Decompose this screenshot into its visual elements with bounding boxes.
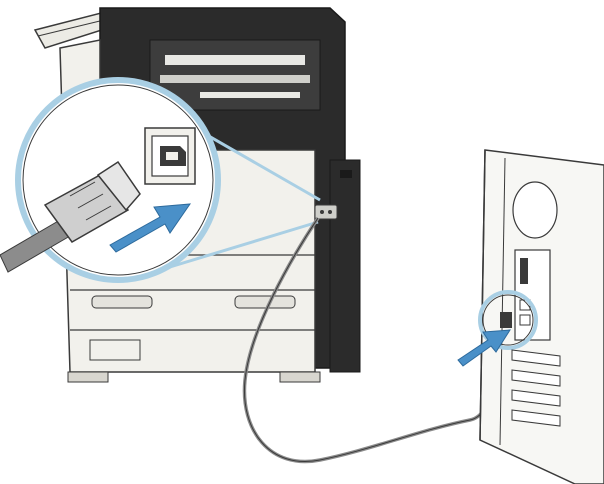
usb-port-icon	[144, 127, 196, 185]
computer-port-highlight	[478, 290, 538, 350]
usb-callout	[0, 77, 321, 283]
usb-cable-icon	[0, 160, 141, 273]
fan-icon	[512, 181, 558, 239]
computer-usb-port	[500, 312, 512, 328]
computer-rear-panel	[457, 149, 604, 484]
computer-insert-arrow-icon	[457, 329, 511, 367]
insert-arrow-icon	[109, 203, 192, 253]
printer-usb-port	[314, 204, 338, 220]
